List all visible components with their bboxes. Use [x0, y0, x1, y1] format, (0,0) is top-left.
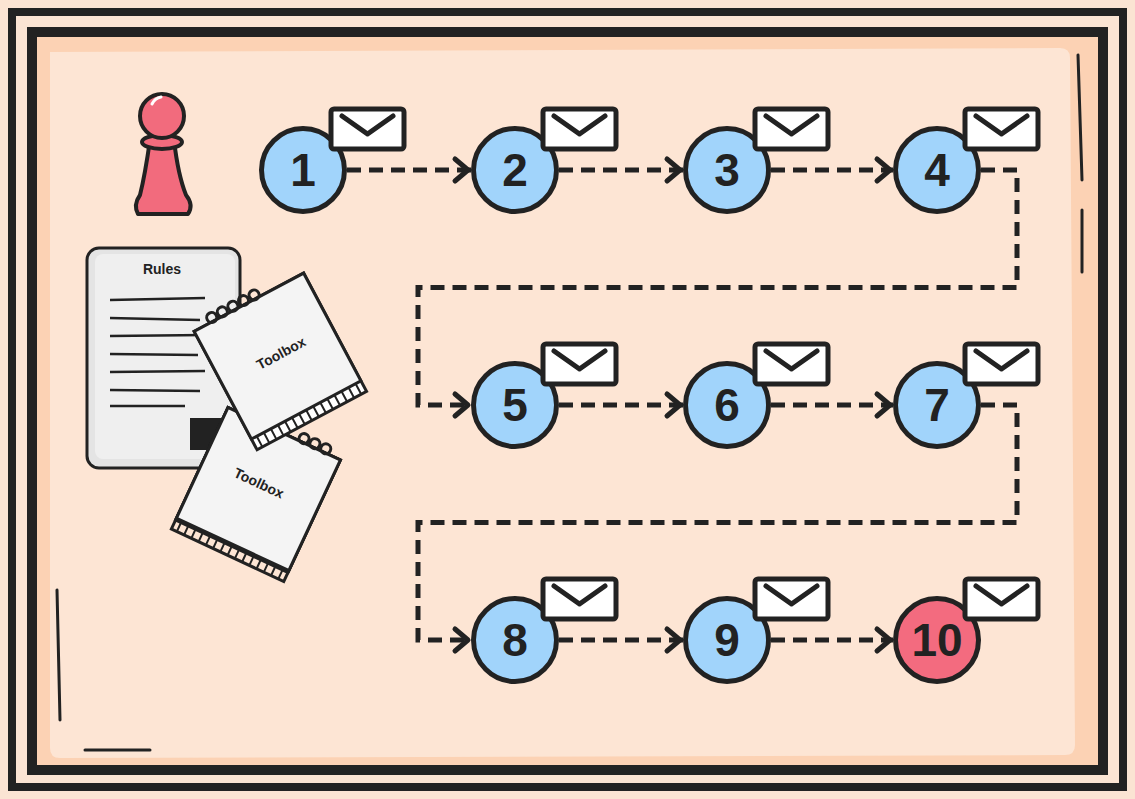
dashed-connector	[559, 168, 683, 173]
arrow-head	[877, 629, 890, 651]
envelope-flap	[766, 116, 817, 134]
envelope-icon	[962, 106, 1041, 152]
envelope-flap	[976, 586, 1027, 604]
envelope-body	[543, 579, 616, 619]
step-connector	[559, 629, 683, 651]
dashed-connector	[347, 168, 471, 173]
step-number: 2	[502, 147, 528, 193]
arrow-head	[877, 394, 890, 416]
arrow-head	[455, 394, 468, 416]
illustration-label: Rules	[143, 261, 181, 277]
step-number: 5	[502, 382, 528, 428]
envelope-icon	[540, 106, 619, 152]
envelope-body	[755, 579, 828, 619]
step-number: 9	[714, 617, 740, 663]
step-number: 1	[290, 147, 316, 193]
step-number: 8	[502, 617, 528, 663]
dashed-connector	[771, 638, 893, 643]
illustration-label: Toolbox	[231, 464, 286, 501]
envelope-flap	[554, 116, 605, 134]
envelope-icon	[540, 341, 619, 387]
envelope-body	[755, 344, 828, 384]
step-circle: 9	[683, 596, 771, 684]
dashed-connector	[559, 638, 683, 643]
envelope-body	[965, 109, 1038, 149]
inner-frame	[32, 32, 1103, 770]
envelope-icon	[328, 106, 407, 152]
step-connector	[559, 159, 683, 181]
toolbox-notebook	[190, 265, 367, 449]
arrow-head	[667, 629, 680, 651]
envelope-flap	[976, 351, 1027, 369]
sketch-mark	[57, 55, 1082, 750]
step-circle: 8	[471, 596, 559, 684]
envelope-flap	[766, 351, 817, 369]
step-connector	[771, 629, 893, 651]
step-circle: 10	[893, 596, 981, 684]
step-circle: 2	[471, 126, 559, 214]
envelope-body	[543, 109, 616, 149]
envelope-flap	[342, 116, 393, 134]
step-number: 10	[911, 617, 962, 663]
step-connector	[347, 159, 471, 181]
envelope-flap	[766, 586, 817, 604]
step-number: 6	[714, 382, 740, 428]
envelope-icon	[962, 341, 1041, 387]
step-number: 4	[924, 147, 950, 193]
envelope-flap	[554, 586, 605, 604]
envelope-icon	[540, 576, 619, 622]
step-circle: 4	[893, 126, 981, 214]
board-surface	[50, 48, 1075, 758]
envelope-icon	[752, 106, 831, 152]
step-circle: 7	[893, 361, 981, 449]
step-circle: 1	[259, 126, 347, 214]
dashed-connector	[771, 168, 893, 173]
envelope-body	[965, 344, 1038, 384]
arrow-head	[667, 394, 680, 416]
envelope-body	[543, 344, 616, 384]
envelope-icon	[962, 576, 1041, 622]
step-circle: 6	[683, 361, 771, 449]
step-connector	[771, 159, 893, 181]
dashed-connector	[559, 403, 683, 408]
step-number: 3	[714, 147, 740, 193]
illustration-label: Toolbox	[254, 333, 309, 372]
envelope-flap	[976, 116, 1027, 134]
game-pawn	[136, 94, 191, 214]
envelope-body	[331, 109, 404, 149]
arrow-head	[455, 629, 468, 651]
envelope-icon	[752, 576, 831, 622]
arrow-head	[877, 159, 890, 181]
envelope-flap	[554, 351, 605, 369]
step-number: 7	[924, 382, 950, 428]
step-connector	[559, 394, 683, 416]
step-circle: 5	[471, 361, 559, 449]
step-connector	[771, 394, 893, 416]
step-circle: 3	[683, 126, 771, 214]
envelope-icon	[752, 341, 831, 387]
envelope-body	[755, 109, 828, 149]
outer-frame	[12, 12, 1123, 787]
dashed-connector	[771, 403, 893, 408]
arrow-head	[455, 159, 468, 181]
envelope-body	[965, 579, 1038, 619]
arrow-head	[667, 159, 680, 181]
